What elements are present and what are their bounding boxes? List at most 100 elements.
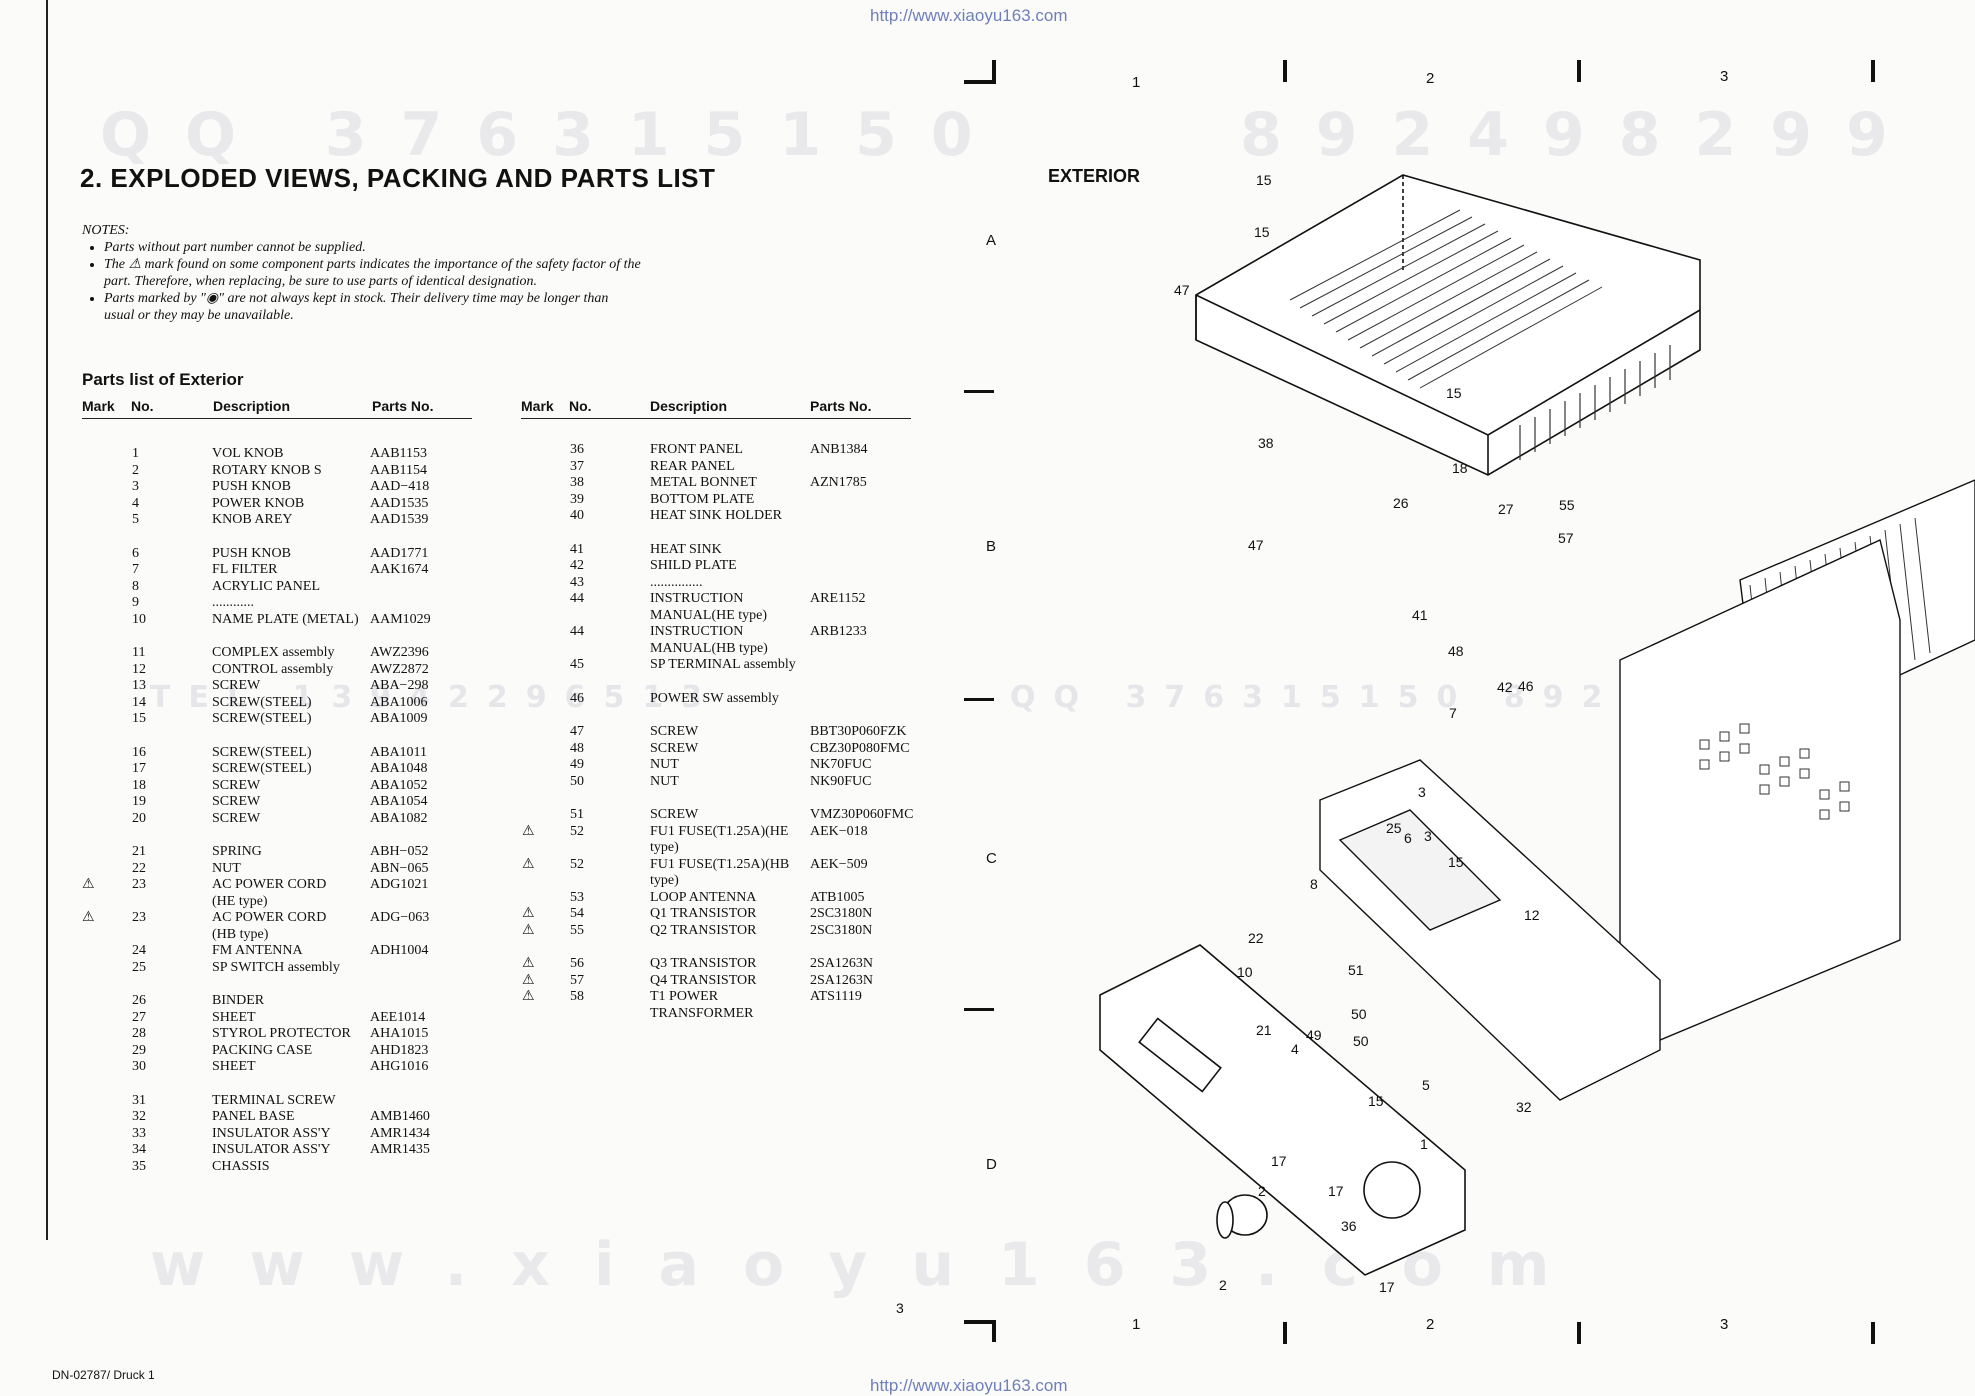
parts-cell-desc: ACRYLIC PANEL xyxy=(212,578,321,594)
parts-cell-part: AHA1015 xyxy=(370,1026,429,1041)
parts-cell-no: 47 xyxy=(570,724,584,739)
header-url[interactable]: http://www.xiaoyu163.com xyxy=(870,6,1068,25)
grid-row-c: C xyxy=(986,850,997,867)
parts-cell-desc: NUT xyxy=(650,773,679,789)
callout-number: 15 xyxy=(1448,854,1464,870)
callout-number: 3 xyxy=(1418,784,1426,800)
parts-cell-desc: INSTRUCTION xyxy=(650,591,744,606)
parts-cell-no: 13 xyxy=(132,678,146,693)
watermark-middle-left: TEL 13942296513 xyxy=(150,680,721,715)
parts-cell-no: 45 xyxy=(570,657,584,672)
header-rule-left xyxy=(82,418,472,419)
parts-cell-mark: ⚠ xyxy=(522,906,535,921)
bonnet-side-vents xyxy=(1519,345,1671,460)
parts-cell-desc: NUT xyxy=(650,757,679,772)
parts-cell-desc: type) xyxy=(650,840,679,855)
parts-cell-desc: STYROL PROTECTOR xyxy=(212,1026,351,1041)
header-rule-right xyxy=(521,418,911,419)
callout-number: 32 xyxy=(1516,1099,1532,1115)
header-partsno-right: Parts No. xyxy=(810,398,872,414)
footer-url[interactable]: http://www.xiaoyu163.com xyxy=(870,1376,1068,1395)
parts-cell-part: AWZ2396 xyxy=(370,645,429,660)
note-item: Parts marked by "◉" are not always kept … xyxy=(104,290,642,324)
parts-cell-no: 22 xyxy=(132,860,146,876)
parts-cell-no: 19 xyxy=(132,794,146,809)
parts-cell-desc: ROTARY KNOB S xyxy=(212,462,322,478)
grid-col-2-bottom: 2 xyxy=(1426,1316,1435,1333)
parts-cell-part: AAB1154 xyxy=(370,462,428,478)
header-description-right: Description xyxy=(650,398,728,414)
parts-cell-desc: type) xyxy=(650,873,679,888)
callout-number: 46 xyxy=(1518,678,1534,694)
parts-cell-no: 35 xyxy=(132,1158,146,1174)
grid-row-a: A xyxy=(986,232,997,249)
parts-cell-no: 6 xyxy=(132,545,139,561)
grid-col-1-bottom: 1 xyxy=(1132,1316,1141,1333)
callout-number: 15 xyxy=(1256,172,1272,188)
parts-cell-part: NK90FUC xyxy=(810,773,872,789)
parts-cell-desc: SCREW(STEEL) xyxy=(212,711,312,726)
callout-number: 2 xyxy=(1258,1183,1266,1199)
parts-cell-mark: ⚠ xyxy=(522,972,535,988)
parts-cell-no: 41 xyxy=(570,541,584,557)
parts-cell-part: AAD−418 xyxy=(370,479,430,494)
header-partsno-left: Parts No. xyxy=(372,398,434,414)
callout-number: 21 xyxy=(1256,1022,1272,1038)
parts-cell-no: 27 xyxy=(132,1009,146,1025)
parts-cell-no: 56 xyxy=(570,956,584,971)
parts-cell-desc: CHASSIS xyxy=(212,1158,270,1174)
parts-cell-part: AMR1435 xyxy=(370,1142,430,1157)
callout-number: 6 xyxy=(1404,830,1412,846)
parts-cell-no: 40 xyxy=(570,508,584,523)
header-no-left: No. xyxy=(131,398,154,414)
watermark-bottom: www.xiaoyu163.com xyxy=(150,1230,1594,1300)
callout-number: 36 xyxy=(1341,1218,1357,1234)
parts-cell-part: ABA1054 xyxy=(370,794,428,809)
parts-cell-desc: PUSH KNOB xyxy=(212,545,291,561)
parts-cell-desc: SCREW(STEEL) xyxy=(212,761,312,776)
parts-cell-desc: INSULATOR ASS'Y xyxy=(212,1142,331,1157)
parts-cell-no: 9 xyxy=(132,595,139,610)
callout-number: 1 xyxy=(1420,1136,1428,1152)
parts-cell-desc: PUSH KNOB xyxy=(212,479,291,494)
parts-cell-no: 51 xyxy=(570,807,584,822)
parts-cell-no: 11 xyxy=(132,645,146,660)
note-item: The ⚠ mark found on some component parts… xyxy=(104,256,642,290)
parts-cell-desc: REAR PANEL xyxy=(650,458,735,474)
parts-cell-part: ADG−063 xyxy=(370,910,430,925)
parts-cell-desc: SPRING xyxy=(212,844,262,859)
parts-cell-part: AEK−509 xyxy=(810,856,868,872)
header-no-right: No. xyxy=(569,398,592,414)
callout-number: 25 xyxy=(1386,820,1402,836)
callout-number: 41 xyxy=(1412,607,1428,623)
watermark-top-right: 892498299 xyxy=(1240,100,1922,170)
parts-cell-desc: PANEL BASE xyxy=(212,1109,295,1124)
parts-cell-desc: SCREW xyxy=(650,740,699,756)
parts-cell-desc: MANUAL(HE type) xyxy=(650,607,768,623)
parts-cell-no: 7 xyxy=(132,562,139,577)
parts-cell-part: BBT30P060FZK xyxy=(810,724,907,739)
callout-number: 50 xyxy=(1353,1033,1369,1049)
parts-cell-mark: ⚠ xyxy=(522,856,535,872)
parts-cell-desc: MANUAL(HB type) xyxy=(650,640,768,656)
parts-cell-desc: FRONT PANEL xyxy=(650,442,743,457)
parts-cell-desc: SCREW(STEEL) xyxy=(212,694,312,710)
parts-cell-part: AAD1535 xyxy=(370,495,429,511)
parts-cell-no: 15 xyxy=(132,711,146,726)
callout-number: 5 xyxy=(1422,1077,1430,1093)
parts-cell-part: 2SA1263N xyxy=(810,972,874,988)
callout-number: 10 xyxy=(1237,964,1253,980)
parts-cell-desc: (HB type) xyxy=(212,926,269,942)
parts-cell-no: 20 xyxy=(132,810,146,826)
callout-number: 15 xyxy=(1254,224,1270,240)
parts-cell-no: 49 xyxy=(570,757,584,772)
parts-cell-part: AEK−018 xyxy=(810,823,868,839)
parts-cell-part: 2SC3180N xyxy=(810,922,873,938)
parts-cell-desc: SCREW xyxy=(212,777,261,793)
callout-number: 4 xyxy=(1291,1041,1299,1057)
callout-number: 38 xyxy=(1258,435,1274,451)
parts-cell-part: AWZ2872 xyxy=(370,661,429,677)
parts-cell-part: ADG1021 xyxy=(370,877,429,892)
parts-cell-desc: PACKING CASE xyxy=(212,1042,313,1058)
parts-cell-no: 10 xyxy=(132,611,146,627)
